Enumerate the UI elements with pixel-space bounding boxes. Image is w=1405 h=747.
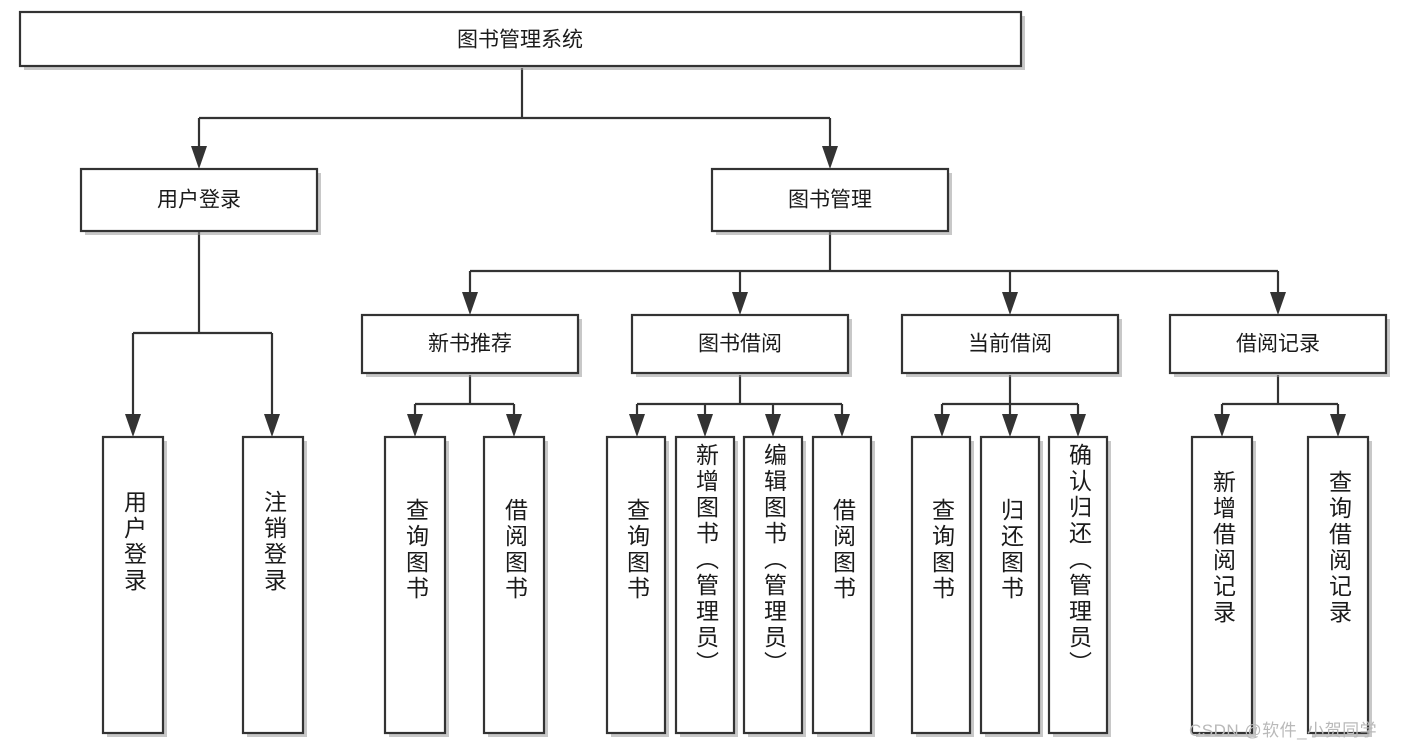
arrow-head-current-borrow <box>1002 292 1018 315</box>
node-book-management[interactable]: 图书管理 <box>710 167 952 235</box>
node-leaf-borrow-book-a-box <box>482 435 546 735</box>
node-current-borrow-label: 当前借阅 <box>968 333 1052 356</box>
node-leaf-query-book-c-box <box>910 435 972 735</box>
node-leaf-query-record[interactable] <box>1306 435 1372 737</box>
node-leaf-logout[interactable] <box>241 435 307 737</box>
arrow-head-leaf-edit-book <box>765 414 781 437</box>
arrow-head-leaf-user-login <box>125 414 141 437</box>
node-leaf-add-record-box <box>1190 435 1254 735</box>
node-leaf-confirm-return[interactable] <box>1047 435 1111 737</box>
node-borrow-record-label: 借阅记录 <box>1236 333 1320 356</box>
node-leaf-logout-box <box>241 435 305 735</box>
node-leaf-user-login-box <box>101 435 165 735</box>
node-leaf-edit-book[interactable] <box>742 435 806 737</box>
node-book-borrow-label: 图书借阅 <box>698 333 782 356</box>
arrow-head-leaf-query-book-a <box>407 414 423 437</box>
arrow-head-leaf-query-book-c <box>934 414 950 437</box>
node-borrow-record-box <box>1168 313 1388 375</box>
node-leaf-edit-book-box <box>742 435 804 735</box>
arrow-head-leaf-borrow-book-b <box>834 414 850 437</box>
arrow-head-borrow-record <box>1270 292 1286 315</box>
arrow-head-leaf-query-record <box>1330 414 1346 437</box>
node-leaf-borrow-book-b-box <box>811 435 873 735</box>
node-leaf-confirm-return-box <box>1047 435 1109 735</box>
arrow-head-leaf-logout <box>264 414 280 437</box>
node-user-login[interactable]: 用户登录 <box>79 167 321 235</box>
arrow-head-leaf-confirm-return <box>1070 414 1086 437</box>
node-book-borrow[interactable]: 图书借阅 <box>630 313 852 377</box>
node-current-borrow-box <box>900 313 1120 375</box>
node-user-login-box <box>79 167 319 233</box>
node-borrow-record[interactable]: 借阅记录 <box>1168 313 1390 377</box>
node-leaf-user-login[interactable] <box>101 435 167 737</box>
node-leaf-add-record[interactable] <box>1190 435 1256 737</box>
node-user-login-label: 用户登录 <box>157 189 241 212</box>
node-leaf-query-book-b[interactable] <box>605 435 669 737</box>
node-root[interactable]: 图书管理系统 <box>18 10 1025 70</box>
node-leaf-query-book-b-box <box>605 435 667 735</box>
arrow-head-leaf-return-book <box>1002 414 1018 437</box>
node-leaf-return-book-box <box>979 435 1041 735</box>
arrow-head-book-mgmt <box>822 146 838 169</box>
arrow-head-leaf-borrow-book-a <box>506 414 522 437</box>
csdn-watermark: CSDN @软件_小贺同学 <box>1189 721 1378 740</box>
node-leaf-borrow-book-b[interactable] <box>811 435 875 737</box>
node-new-book-recommend-box <box>360 313 580 375</box>
nodes: 图书管理系统 用户登录 图书管理 新书推荐 <box>18 10 1390 737</box>
node-root-box <box>18 10 1023 68</box>
node-new-book-recommend[interactable]: 新书推荐 <box>360 313 582 377</box>
node-book-borrow-box <box>630 313 850 375</box>
node-leaf-query-record-box <box>1306 435 1370 735</box>
node-leaf-query-book-a-box <box>383 435 447 735</box>
node-leaf-query-book-c[interactable] <box>910 435 974 737</box>
node-book-management-label: 图书管理 <box>788 189 872 212</box>
node-leaf-return-book[interactable] <box>979 435 1043 737</box>
arrow-head-leaf-add-book <box>697 414 713 437</box>
arrow-head-leaf-query-book-b <box>629 414 645 437</box>
arrow-head-leaf-add-record <box>1214 414 1230 437</box>
node-leaf-add-book-box <box>674 435 736 735</box>
node-new-book-recommend-label: 新书推荐 <box>428 333 512 356</box>
node-leaf-borrow-book-a[interactable] <box>482 435 548 737</box>
connectors <box>125 68 1346 437</box>
arrow-head-book-borrow <box>732 292 748 315</box>
node-leaf-query-book-a[interactable] <box>383 435 449 737</box>
node-root-label: 图书管理系统 <box>457 29 583 52</box>
arrow-head-new-book-rec <box>462 292 478 315</box>
node-book-management-box <box>710 167 950 233</box>
node-leaf-add-book[interactable] <box>674 435 738 737</box>
arrow-head-user-login <box>191 146 207 169</box>
node-current-borrow[interactable]: 当前借阅 <box>900 313 1122 377</box>
